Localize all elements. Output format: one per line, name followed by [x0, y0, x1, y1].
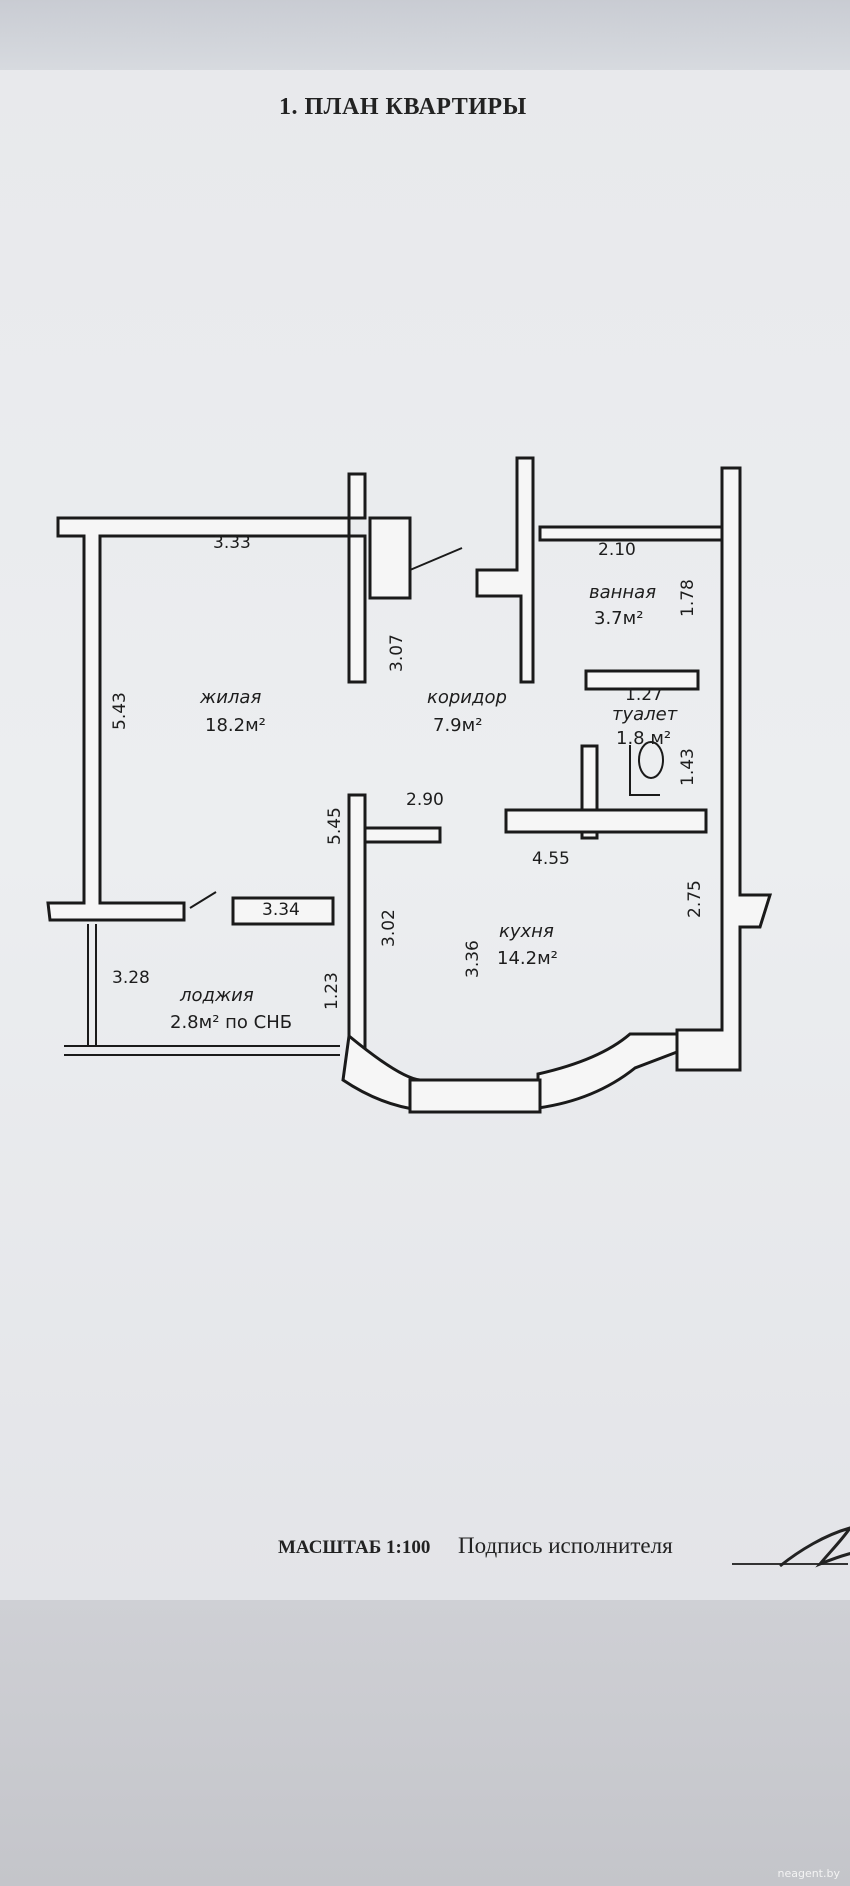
bay-window	[408, 1078, 542, 1114]
corridor-stub	[363, 826, 442, 844]
dim-loggia-depth: 1.23	[322, 972, 342, 1010]
dim-corridor-wall: 5.45	[325, 807, 345, 845]
living-bottom-wall	[231, 896, 335, 926]
toilet-area: 1.8 м²	[616, 728, 671, 749]
loggia-rail	[64, 1045, 340, 1056]
dim-bath-width: 2.10	[598, 540, 636, 560]
dim-loggia-width: 3.28	[112, 968, 150, 988]
dim-kitchen-left: 3.02	[379, 909, 399, 947]
bath-area: 3.7м²	[594, 608, 643, 629]
kitchen-top-wall	[504, 808, 708, 834]
dim-kitchen-right: 2.75	[685, 880, 705, 918]
living-walls	[46, 472, 367, 922]
corridor-area: 7.9м²	[433, 715, 482, 736]
dim-toilet-width: 1.27	[625, 685, 663, 705]
loggia-area: 2.8м² по СНБ	[170, 1012, 292, 1033]
dim-corridor-width: 2.90	[406, 790, 444, 810]
bath-label: ванная	[589, 582, 656, 603]
watermark: neagent.by	[777, 1867, 840, 1880]
living-label: жилая	[199, 687, 261, 708]
dim-kitchen-depth: 3.36	[463, 940, 483, 978]
bath-partition	[475, 456, 535, 684]
signature-scribble	[779, 1526, 850, 1568]
dim-living-bottom: 3.34	[262, 900, 300, 920]
toilet-outline	[629, 745, 660, 796]
signature-line	[732, 1563, 848, 1565]
dim-living-width: 3.33	[213, 533, 251, 553]
vent-block	[368, 516, 412, 600]
scale-label: МАСШТАБ 1:100	[278, 1537, 431, 1558]
loggia-label: лоджия	[179, 985, 254, 1006]
loggia-side	[87, 924, 97, 1046]
toilet-bowl	[638, 741, 664, 779]
bay-wall-right	[536, 1032, 679, 1110]
right-wall	[675, 466, 773, 1072]
background-table	[0, 1600, 850, 1886]
corridor-label: коридор	[427, 687, 507, 708]
dim-kitchen-width: 4.55	[532, 849, 570, 869]
toilet-label: туалет	[612, 704, 678, 725]
page-title: 1. ПЛАН КВАРТИРЫ	[279, 94, 527, 120]
corridor-left-wall	[347, 793, 367, 1070]
bath-toilet-divider	[584, 669, 700, 691]
bay-wall-left	[341, 1033, 422, 1112]
dim-bath-height: 1.78	[678, 579, 698, 617]
dim-corridor-height: 3.07	[387, 634, 407, 672]
bath-top-wall	[538, 525, 724, 542]
kitchen-label: кухня	[499, 921, 554, 942]
kitchen-area: 14.2м²	[497, 948, 558, 969]
living-area: 18.2м²	[205, 715, 266, 736]
door-swing-2	[409, 547, 463, 571]
dim-living-height: 5.43	[110, 692, 130, 730]
dim-toilet-height: 1.43	[678, 748, 698, 786]
signature-label: Подпись исполнителя	[458, 1533, 673, 1558]
door-swing-1	[189, 891, 217, 909]
